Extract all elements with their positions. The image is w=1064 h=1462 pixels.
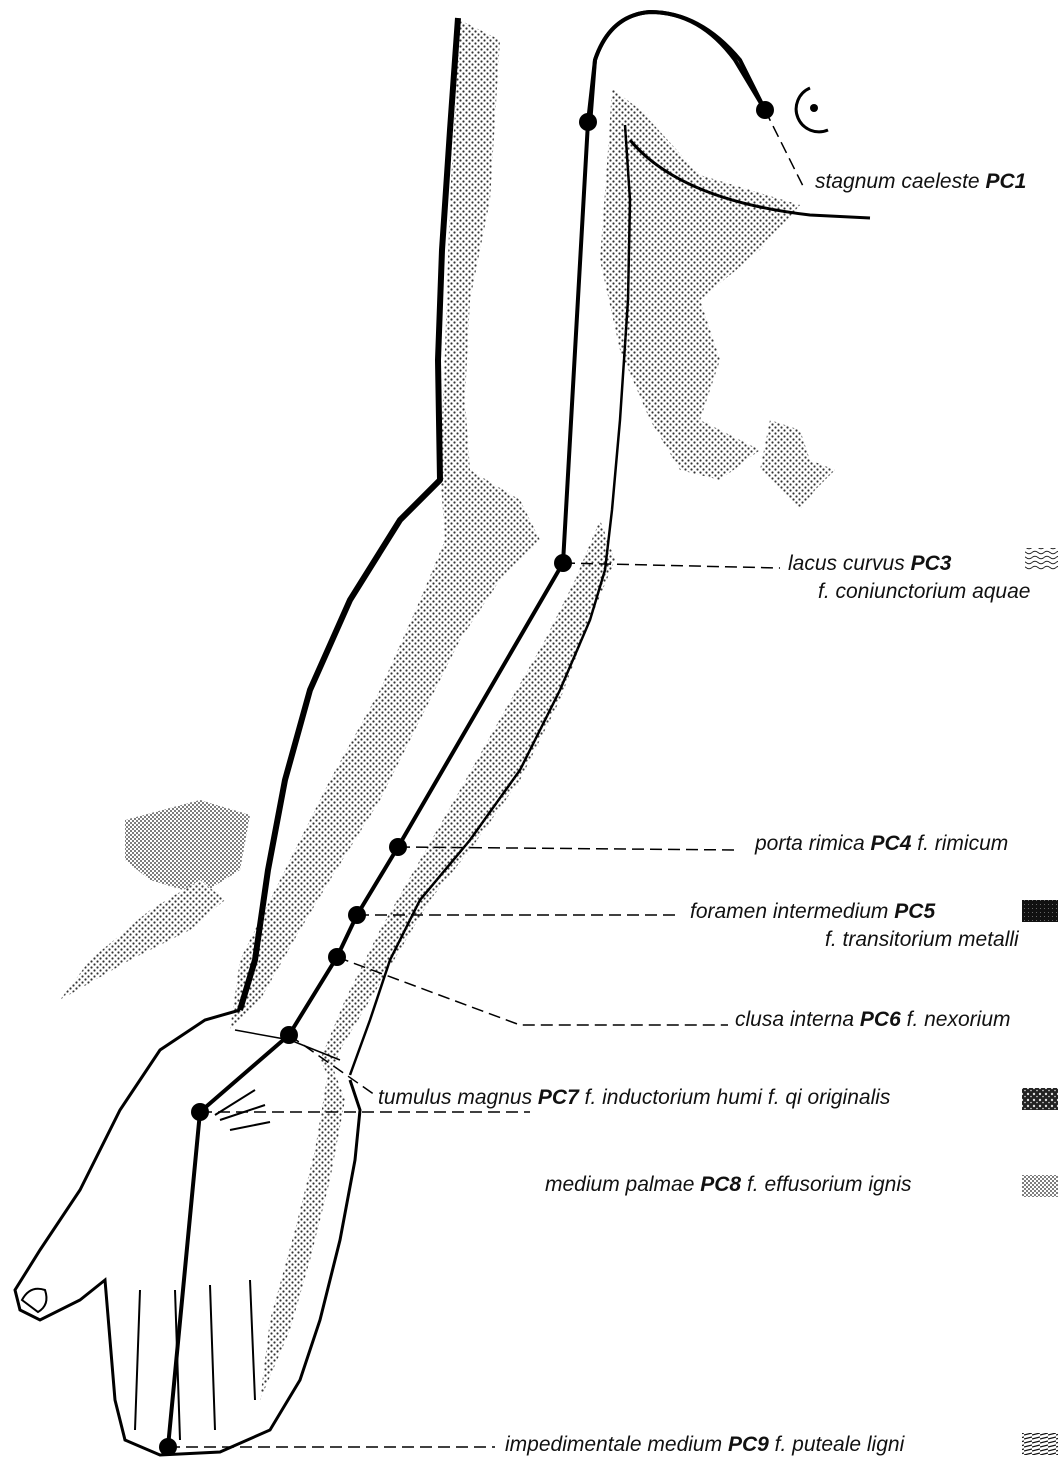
point-pc6 bbox=[328, 948, 346, 966]
label-pc9-name: impedimentale medium bbox=[505, 1433, 722, 1456]
label-pc4-extra: f. rimicum bbox=[917, 832, 1008, 855]
label-pc7-extra: f. inductorium humi f. qi originalis bbox=[585, 1086, 891, 1109]
label-pc3-name: lacus curvus bbox=[788, 552, 905, 575]
label-pc1-code: PC1 bbox=[985, 170, 1026, 193]
fire-swatch-2 bbox=[1022, 1175, 1058, 1197]
label-pc5-sub: f. transitorium metalli bbox=[825, 928, 1019, 952]
label-pc3-code: PC3 bbox=[911, 552, 952, 575]
label-pc5-name: foramen intermedium bbox=[690, 900, 888, 923]
hand-edge-shading bbox=[260, 1060, 345, 1400]
thumbnail bbox=[22, 1289, 46, 1312]
label-pc6-code: PC6 bbox=[860, 1008, 901, 1031]
label-pc9-extra: f. puteale ligni bbox=[775, 1433, 905, 1456]
point-pc4 bbox=[389, 838, 407, 856]
palm-creases bbox=[215, 1090, 270, 1130]
wood-swatch bbox=[1022, 1433, 1058, 1455]
label-pc3-extra2: f. coniunctorium aquae bbox=[818, 580, 1030, 603]
label-pc7: tumulus magnus PC7 f. inductorium humi f… bbox=[378, 1086, 890, 1110]
ring-symbol bbox=[796, 88, 828, 132]
label-pc8-name: medium palmae bbox=[545, 1173, 694, 1196]
point-pc8 bbox=[191, 1103, 209, 1121]
label-pc9: impedimentale medium PC9 f. puteale lign… bbox=[505, 1433, 904, 1457]
label-pc4-name: porta rimica bbox=[755, 832, 865, 855]
label-pc1: stagnum caeleste PC1 bbox=[815, 170, 1026, 194]
finger-lines bbox=[135, 1280, 255, 1440]
label-pc4-code: PC4 bbox=[871, 832, 912, 855]
thumb-shading bbox=[60, 880, 225, 1000]
arm-back-shading bbox=[230, 20, 540, 1030]
water-swatch bbox=[1025, 548, 1058, 570]
label-pc6: clusa interna PC6 f. nexorium bbox=[735, 1008, 1011, 1032]
label-pc1-name: stagnum caeleste bbox=[815, 170, 980, 193]
label-pc5-extra2: f. transitorium metalli bbox=[825, 928, 1019, 951]
label-pc8-code: PC8 bbox=[700, 1173, 741, 1196]
label-pc7-code: PC7 bbox=[538, 1086, 579, 1109]
point-pc3 bbox=[554, 554, 572, 572]
label-pc9-code: PC9 bbox=[728, 1433, 769, 1456]
point-pc1 bbox=[756, 101, 774, 119]
label-pc6-extra: f. nexorium bbox=[907, 1008, 1011, 1031]
label-pc5-code: PC5 bbox=[894, 900, 935, 923]
point-pc5 bbox=[348, 906, 366, 924]
label-pc3-sub: f. coniunctorium aquae bbox=[818, 580, 1030, 604]
label-pc8: medium palmae PC8 f. effusorium ignis bbox=[545, 1173, 912, 1197]
label-pc3: lacus curvus PC3 bbox=[788, 552, 951, 576]
metal-swatch bbox=[1022, 900, 1058, 922]
label-pc6-name: clusa interna bbox=[735, 1008, 854, 1031]
point-pc9 bbox=[159, 1438, 177, 1456]
label-pc8-extra: f. effusorium ignis bbox=[747, 1173, 912, 1196]
label-pc5: foramen intermedium PC5 bbox=[690, 900, 935, 924]
point-shoulder bbox=[579, 113, 597, 131]
point-pc7 bbox=[280, 1026, 298, 1044]
clavicle-shading bbox=[760, 420, 835, 510]
label-pc7-name: tumulus magnus bbox=[378, 1086, 532, 1109]
earth-swatch bbox=[1022, 1088, 1058, 1110]
label-pc4: porta rimica PC4 f. rimicum bbox=[755, 832, 1008, 856]
palm-shading bbox=[125, 800, 250, 895]
